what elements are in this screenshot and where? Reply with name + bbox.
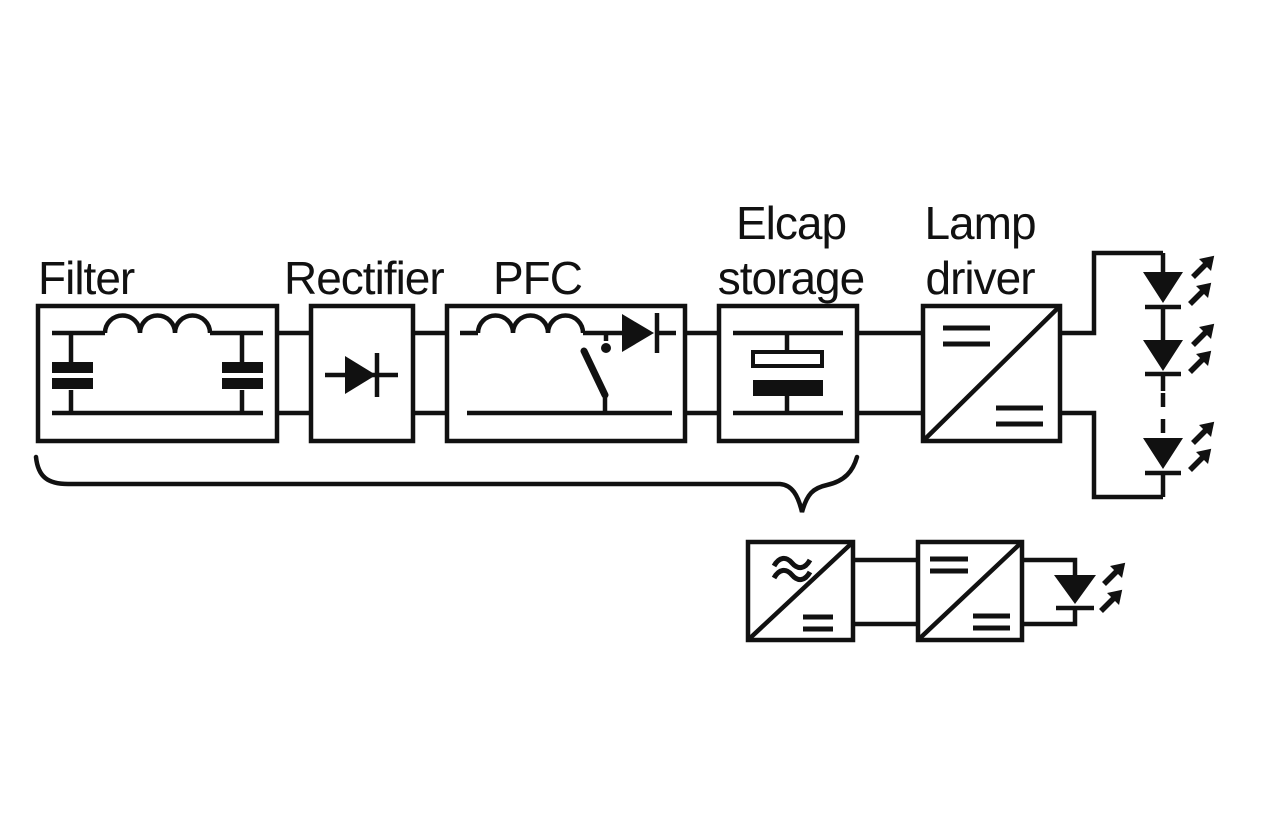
wire	[277, 330, 923, 416]
pfc-block	[444, 303, 688, 444]
brace	[33, 454, 860, 513]
dcdc-converter-block	[915, 539, 1025, 643]
switch-icon	[580, 333, 611, 413]
inductor-icon	[102, 313, 213, 334]
block-outline	[920, 303, 1063, 444]
block-outline	[308, 303, 416, 444]
wire	[1060, 250, 1163, 500]
block-outline	[745, 539, 856, 643]
dc-symbol	[930, 556, 968, 574]
electrolytic-capacitor-icon	[751, 350, 824, 396]
led-icon	[1143, 340, 1183, 377]
ac-symbol	[771, 556, 813, 582]
single-led	[1022, 557, 1131, 627]
block-outline	[716, 303, 860, 444]
lamp-driver-block	[920, 303, 1063, 444]
led-icon	[1143, 272, 1183, 310]
block-outline	[444, 303, 688, 444]
led-string	[1060, 250, 1220, 500]
wire	[460, 330, 676, 416]
pfc-label: PFC	[493, 252, 583, 304]
capacitor-icon	[52, 333, 93, 413]
diagonal-divider	[921, 304, 1062, 443]
acdc-converter-block	[745, 539, 856, 643]
light-emission-arrows-icon	[1095, 557, 1131, 617]
block-outline	[915, 539, 1025, 643]
rectifier-label: Rectifier	[284, 252, 445, 304]
block-outline	[35, 303, 280, 444]
dc-symbol	[973, 613, 1010, 631]
diagonal-divider	[746, 540, 855, 642]
filter-label: Filter	[38, 252, 135, 304]
diode-icon	[622, 313, 660, 353]
wire	[1022, 557, 1078, 627]
light-emission-arrows-icon	[1184, 250, 1220, 476]
lamp-driver-label: Lamp driver	[924, 197, 1036, 304]
wire	[853, 557, 918, 627]
wire	[733, 330, 843, 416]
diode-icon	[325, 353, 398, 397]
wire	[52, 330, 263, 416]
filter-block	[35, 303, 280, 444]
dc-symbol	[996, 405, 1043, 427]
elcap-storage-block	[716, 303, 860, 444]
capacitor-icon	[222, 333, 263, 413]
inductor-icon	[475, 313, 586, 334]
dc-symbol	[803, 614, 833, 632]
led-icon	[1054, 575, 1096, 611]
dc-symbol	[943, 325, 990, 347]
elcap-storage-label: Elcap storage	[717, 197, 865, 304]
rectifier-block	[308, 303, 416, 444]
diagonal-divider	[916, 540, 1024, 642]
led-icon	[1143, 438, 1183, 476]
